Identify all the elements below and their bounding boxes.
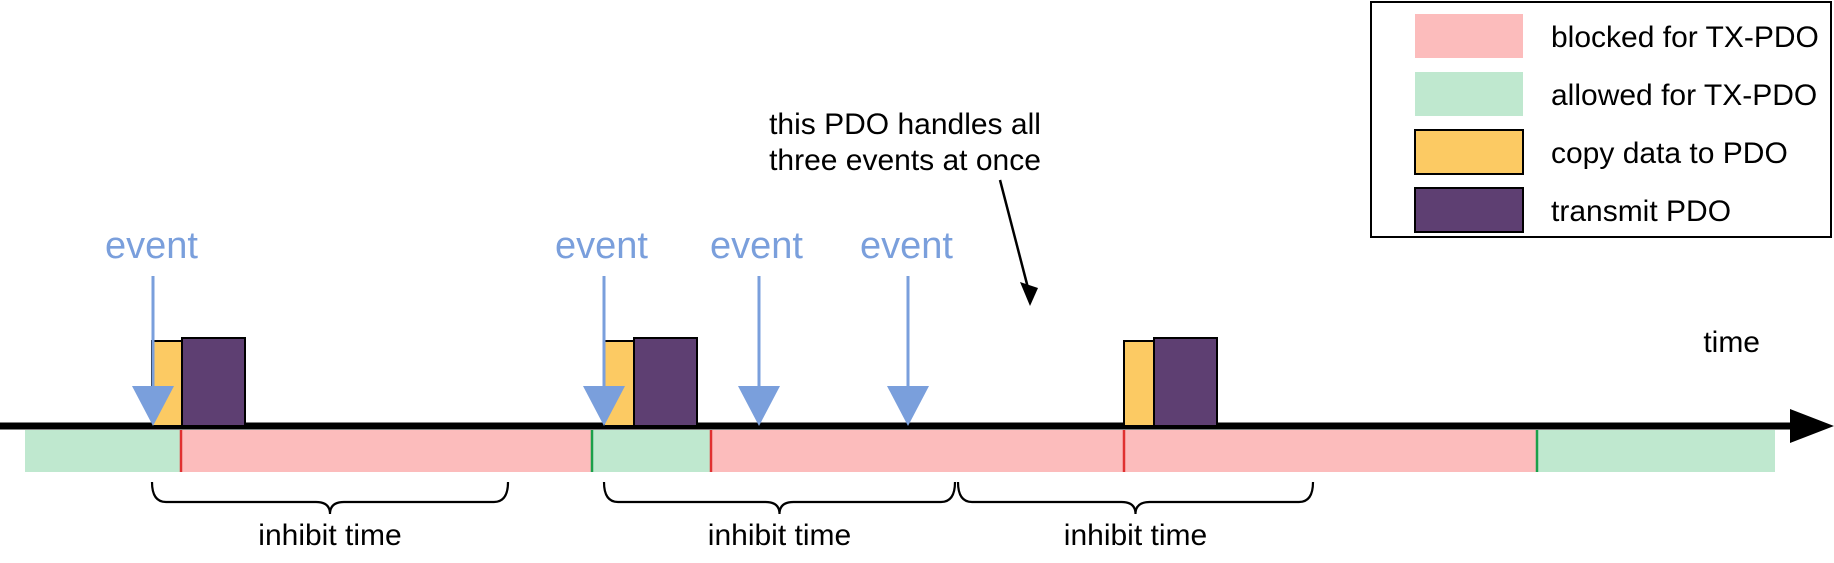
transmit-pdo-block-0 xyxy=(181,337,246,427)
legend-label-2: copy data to PDO xyxy=(1551,137,1788,170)
pdo-activity-blocks xyxy=(151,337,1218,427)
state-band-track xyxy=(25,430,1775,472)
event-label-1: event xyxy=(555,225,648,267)
state-band-allowed-5 xyxy=(1537,430,1775,472)
legend-label-3: transmit PDO xyxy=(1551,195,1731,228)
event-arrowhead-icon-2 xyxy=(738,386,780,426)
legend-label-1: allowed for TX-PDO xyxy=(1551,79,1817,112)
transmit-pdo-block-1 xyxy=(633,337,698,427)
state-band-blocked-3 xyxy=(711,430,1124,472)
time-axis: time xyxy=(0,326,1834,443)
axis-label-time: time xyxy=(1703,326,1760,359)
legend-swatch-2 xyxy=(1414,129,1524,175)
axis-arrowhead-icon xyxy=(1790,409,1834,443)
inhibit-time-brace-0 xyxy=(150,481,510,515)
annotation-arrowhead-icon xyxy=(1020,282,1038,306)
event-label-3: event xyxy=(860,225,953,267)
annotation-line-2: three events at once xyxy=(769,144,1041,177)
inhibit-time-brace-1 xyxy=(602,481,957,515)
event-label-2: event xyxy=(710,225,803,267)
event-markers: event event event event xyxy=(105,225,953,426)
inhibit-time-label-2: inhibit time xyxy=(1064,519,1207,552)
inhibit-time-label-0: inhibit time xyxy=(258,519,401,552)
event-arrowhead-icon-0 xyxy=(132,386,174,426)
state-band-allowed-0 xyxy=(25,430,181,472)
event-arrowhead-icon-3 xyxy=(887,386,929,426)
legend-label-0: blocked for TX-PDO xyxy=(1551,21,1819,54)
state-band-blocked-4 xyxy=(1124,430,1537,472)
event-label-0: event xyxy=(105,225,198,267)
legend-swatch-3 xyxy=(1414,187,1524,233)
state-band-blocked-1 xyxy=(181,430,592,472)
legend: blocked for TX-PDO allowed for TX-PDO copy… xyxy=(1370,1,1832,238)
transmit-pdo-block-2 xyxy=(1153,337,1218,427)
inhibit-time-braces: inhibit time inhibit time inhibit time xyxy=(150,481,1315,552)
legend-swatch-1 xyxy=(1415,72,1523,116)
inhibit-time-brace-2 xyxy=(956,481,1315,515)
inhibit-time-label-1: inhibit time xyxy=(708,519,851,552)
annotation-line-1: this PDO handles all xyxy=(769,108,1041,141)
event-arrowhead-icon-1 xyxy=(583,386,625,426)
legend-swatch-0 xyxy=(1415,14,1523,58)
annotation-arrow-stem xyxy=(998,179,1030,289)
state-band-allowed-2 xyxy=(592,430,711,472)
copy-data-block-2 xyxy=(1123,340,1155,427)
